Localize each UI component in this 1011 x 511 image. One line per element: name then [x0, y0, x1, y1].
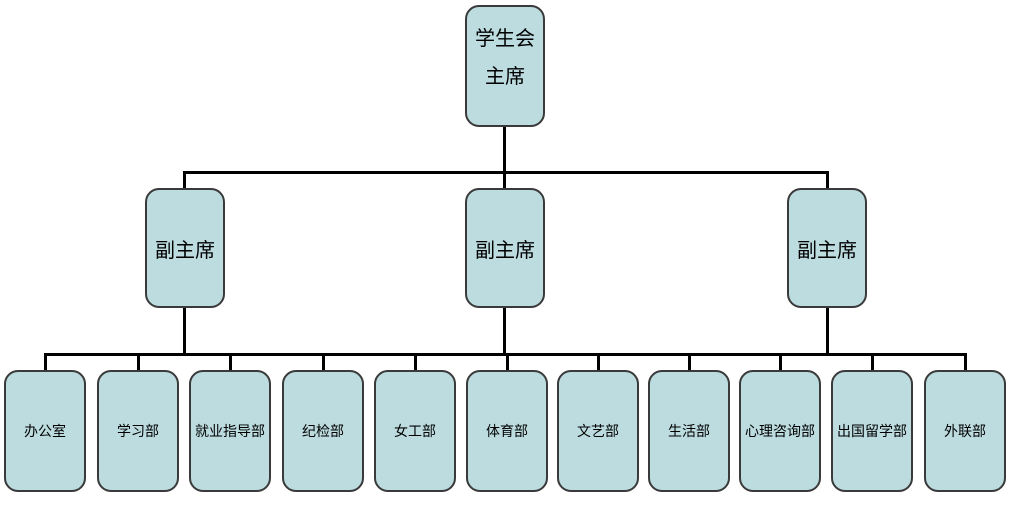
connector-dept-stub: [779, 353, 782, 371]
dept-arts-label: 文艺部: [577, 424, 619, 440]
node-dept-women-workers: 女工部: [374, 370, 456, 492]
connector-vice3-down: [826, 308, 829, 356]
node-dept-discipline: 纪检部: [282, 370, 364, 492]
connector-dept-stub: [414, 353, 417, 371]
node-president: 学生会 主席: [465, 5, 545, 127]
connector-vice3-drop: [826, 171, 829, 189]
vice-president-1-label: 副主席: [155, 237, 215, 262]
connector-dept-stub: [322, 353, 325, 371]
dept-external-liaison-label: 外联部: [944, 424, 986, 440]
node-dept-sports: 体育部: [466, 370, 548, 492]
dept-sports-label: 体育部: [486, 424, 528, 440]
node-dept-life: 生活部: [648, 370, 730, 492]
node-dept-employment-guidance: 就业指导部: [189, 370, 271, 492]
connector-dept-stub: [44, 353, 47, 371]
connector-vice2-down: [503, 308, 506, 356]
connector-dept-stub: [597, 353, 600, 371]
vice-president-2-label: 副主席: [475, 237, 535, 262]
node-dept-overseas-study: 出国留学部: [831, 370, 913, 492]
node-dept-external-liaison: 外联部: [924, 370, 1006, 492]
dept-psychological-counseling-label: 心理咨询部: [745, 424, 815, 440]
dept-women-workers-label: 女工部: [394, 424, 436, 440]
connector-president-drop: [503, 127, 506, 191]
node-vice-president-3: 副主席: [787, 188, 867, 308]
dept-discipline-label: 纪检部: [302, 424, 344, 440]
president-label-line2: 主席: [485, 64, 525, 88]
president-label-line1: 学生会: [475, 26, 535, 50]
connector-vice1-down: [183, 308, 186, 356]
node-dept-psychological-counseling: 心理咨询部: [739, 370, 821, 492]
node-dept-arts: 文艺部: [557, 370, 639, 492]
node-vice-president-2: 副主席: [465, 188, 545, 308]
dept-employment-guidance-label: 就业指导部: [195, 424, 265, 440]
connector-dept-stub: [688, 353, 691, 371]
dept-study-label: 学习部: [117, 424, 159, 440]
node-vice-president-1: 副主席: [145, 188, 225, 308]
dept-office-label: 办公室: [24, 424, 66, 440]
connector-level3-bus: [44, 353, 967, 356]
dept-life-label: 生活部: [668, 424, 710, 440]
connector-vice1-drop: [183, 171, 186, 189]
connector-dept-stub: [964, 353, 967, 371]
dept-overseas-study-label: 出国留学部: [837, 424, 907, 440]
connector-dept-stub: [229, 353, 232, 371]
node-dept-office: 办公室: [4, 370, 86, 492]
vice-president-3-label: 副主席: [797, 237, 857, 262]
node-dept-study: 学习部: [97, 370, 179, 492]
connector-level2-bus: [183, 171, 829, 174]
connector-dept-stub: [506, 353, 509, 371]
connector-dept-stub: [871, 353, 874, 371]
connector-dept-stub: [137, 353, 140, 371]
